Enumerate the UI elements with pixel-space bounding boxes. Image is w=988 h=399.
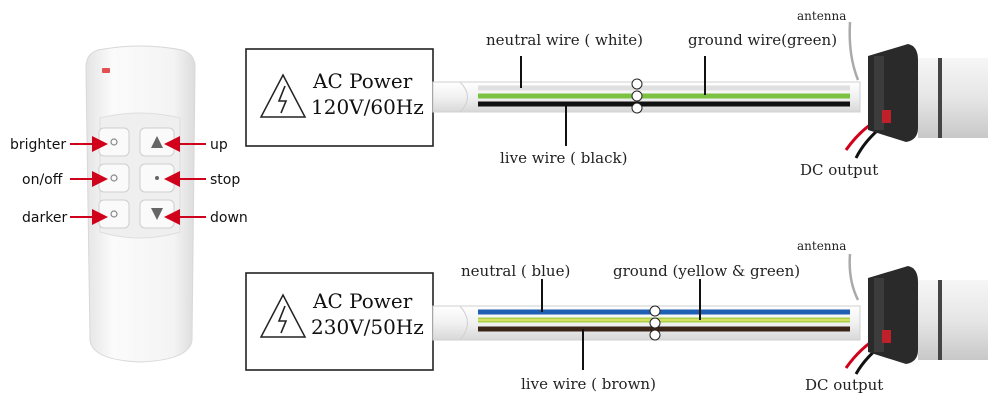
antenna-label-230: antenna (797, 239, 846, 253)
power-label-230-line2: 230V/50Hz (311, 315, 424, 339)
cable-230-end (459, 305, 468, 341)
cable-120-end (459, 81, 468, 113)
antenna-label-120: antenna (797, 9, 846, 23)
remote-led (102, 68, 110, 73)
lightning-icon-2 (277, 305, 288, 334)
diagram-120v: AC Power 120V/60Hz neutral wire ( white)… (245, 9, 988, 179)
motor-ring-230 (938, 280, 942, 360)
brighter-button[interactable] (98, 127, 130, 157)
bulb-dim-icon (110, 210, 118, 218)
power-label-120-line1: AC Power (312, 69, 413, 93)
dc-label-120: DC output (800, 161, 878, 179)
dc-label-230: DC output (805, 376, 883, 394)
antenna-wire-120 (848, 21, 860, 81)
diagram-230v: AC Power 230V/50Hz neutral ( blue) groun… (245, 239, 988, 394)
neutral-label-120: neutral wire ( white) (486, 31, 643, 49)
dot-icon (155, 176, 159, 180)
motor-red-button-120 (882, 110, 891, 123)
motor-tube-120 (918, 58, 988, 138)
motor-collar-120 (874, 56, 884, 130)
darker-button[interactable] (98, 199, 130, 229)
motor-ring-120 (938, 58, 942, 138)
motor-collar-230 (874, 278, 884, 352)
power-label-230-line1: AC Power (312, 289, 413, 313)
terminal-1 (631, 78, 643, 90)
up-button[interactable] (139, 127, 175, 157)
terminal-5 (649, 317, 661, 329)
terminal-4 (649, 305, 661, 317)
bulb-icon (110, 138, 118, 146)
stop-label: stop (210, 172, 240, 188)
darker-label: darker (22, 210, 67, 226)
motor-tube-230 (918, 280, 988, 360)
triangle-down-icon (151, 208, 163, 220)
high-voltage-icon-2 (259, 293, 307, 338)
neutral-label-230: neutral ( blue) (461, 262, 570, 280)
ground-label-230: ground (yellow & green) (613, 262, 800, 280)
power-box-230 (245, 272, 434, 371)
ground-label-120: ground wire(green) (688, 31, 837, 49)
up-label: up (210, 137, 228, 153)
high-voltage-icon (259, 73, 307, 118)
antenna-wire-230 (848, 253, 860, 301)
terminal-3 (631, 102, 643, 114)
motor-red-button-230 (882, 330, 891, 343)
down-button[interactable] (139, 199, 175, 229)
on-off-label: on/off (22, 172, 63, 188)
brighter-label: brighter (10, 137, 66, 153)
live-label-230: live wire ( brown) (521, 375, 656, 393)
live-label-120: live wire ( black) (500, 149, 627, 167)
terminal-2 (631, 90, 643, 102)
power-box-120 (245, 48, 434, 147)
lightning-icon (277, 85, 288, 114)
power-icon (110, 174, 118, 182)
power-label-120-line2: 120V/60Hz (311, 95, 424, 119)
remote-control: brighter on/off darker up stop down (10, 45, 248, 363)
triangle-up-icon (151, 136, 163, 148)
terminal-6 (649, 329, 661, 341)
down-label: down (210, 210, 248, 226)
